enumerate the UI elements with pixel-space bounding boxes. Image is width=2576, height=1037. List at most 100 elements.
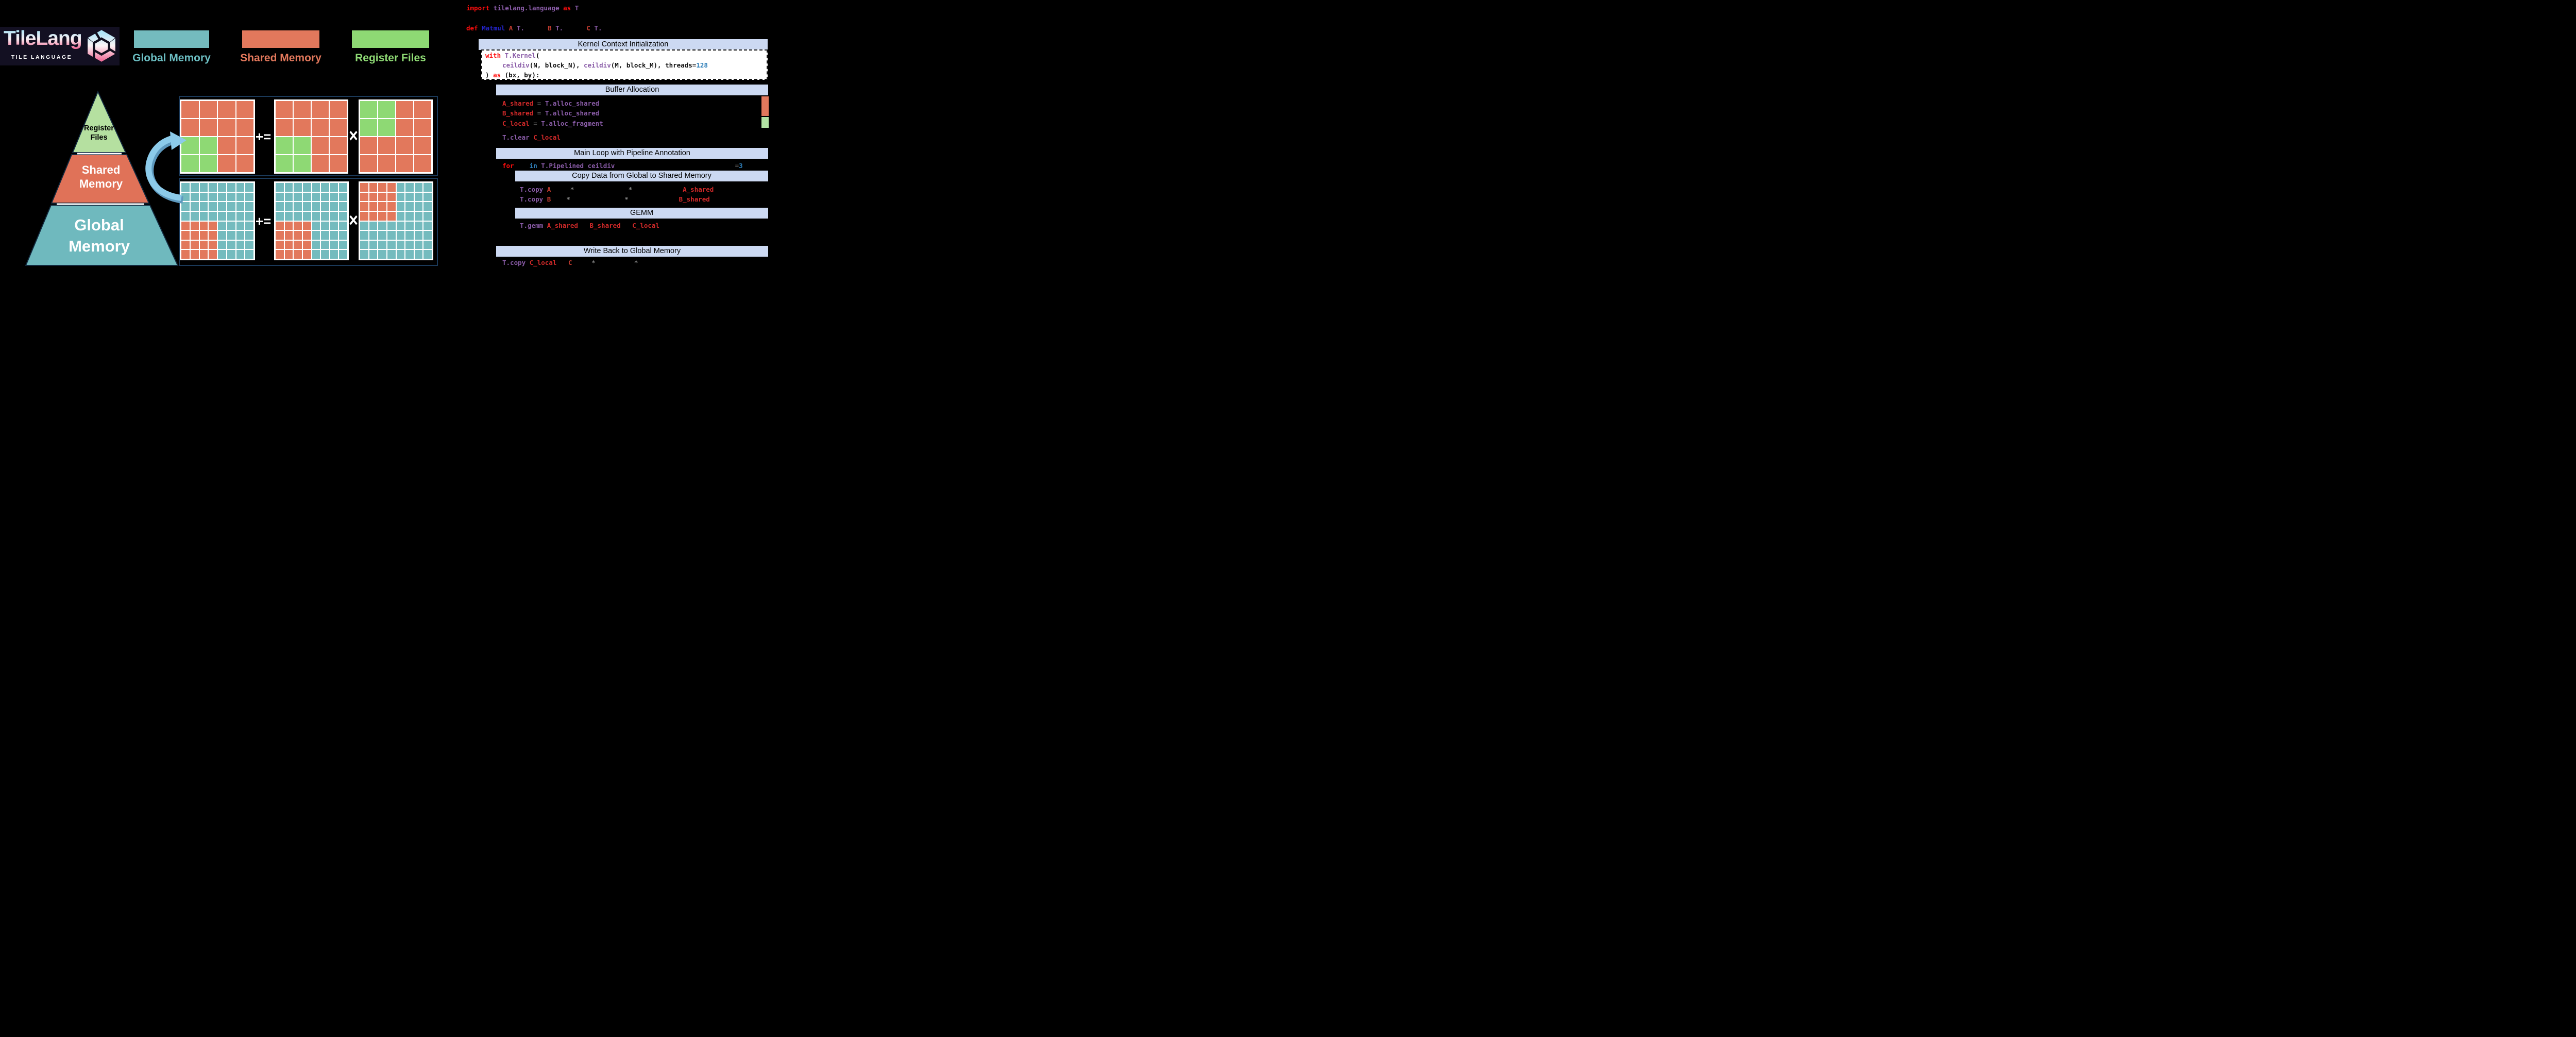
- code-line-t-clear: T.clear C_local: [502, 132, 561, 142]
- matrix-cell: [294, 202, 302, 211]
- matrix-cell: [276, 119, 293, 136]
- matrix-cell: [360, 192, 368, 202]
- copy-flow-arrow-shadow: [146, 137, 184, 204]
- code-token: [563, 24, 586, 32]
- code-line-def-matmul: def Matmul A T. B T. C T.: [466, 23, 602, 33]
- matrix-cell: [276, 192, 284, 202]
- matrix-cell: [396, 155, 413, 172]
- code-token: A: [509, 24, 513, 32]
- matrix-cell: [396, 202, 405, 211]
- matrix-cell: [245, 202, 253, 211]
- matrix-cell: [330, 240, 338, 249]
- code-line-import: import tilelang.language as T: [466, 3, 579, 13]
- matrix-cell: [414, 231, 423, 240]
- matrix-cell: [330, 192, 338, 202]
- code-token: C_local: [533, 133, 561, 141]
- matrix-cell: [312, 221, 320, 230]
- code-token: [632, 186, 683, 193]
- matrix-cell: [276, 202, 284, 211]
- shared-memory-usage-bar: [761, 96, 769, 116]
- matrix-cell: [181, 202, 190, 211]
- matrix-cell: [218, 211, 226, 221]
- matrix-cell: [245, 221, 253, 230]
- matrix-cell: [245, 211, 253, 221]
- section-banner-copy-global-to-shared: Copy Data from Global to Shared Memory: [515, 171, 768, 181]
- matrix-cell: [321, 221, 329, 230]
- matrix-cell: [378, 240, 386, 249]
- matrix-cell: [284, 192, 293, 202]
- code-token: =: [692, 61, 697, 69]
- matrix-cell: [181, 137, 199, 154]
- matrix-cell: [302, 211, 311, 221]
- code-token: *: [591, 259, 596, 266]
- matrix-cell: [227, 192, 235, 202]
- code-token: [533, 99, 537, 107]
- matrix-cell: [339, 192, 347, 202]
- code-token: [574, 186, 628, 193]
- pyramid-label-global-memory: Global Memory: [69, 216, 130, 255]
- matrix-cell: [396, 192, 405, 202]
- code-token: B: [547, 195, 551, 203]
- matrix-cell: [330, 231, 338, 240]
- matrix-cell: [378, 137, 395, 154]
- matrix-cell: [378, 202, 386, 211]
- matrix-cell: [321, 250, 329, 259]
- code-token: T.: [555, 24, 564, 32]
- matrix-cell: [218, 250, 226, 259]
- matrix-cell: [321, 231, 329, 240]
- matrix-cell: [199, 192, 208, 202]
- matrix-cell: [227, 231, 235, 240]
- legend-swatch-global-memory: [134, 30, 209, 48]
- plus-equals-operator-bottom: +=: [255, 213, 272, 229]
- matrix-cell: [302, 240, 311, 249]
- code-line-ceildiv-threads: ceildiv(N, block_N), ceildiv(M, block_M)…: [502, 60, 708, 70]
- matrix-cell: [321, 211, 329, 221]
- matrix-cell: [209, 221, 217, 230]
- legend-swatch-register-files: [352, 30, 429, 48]
- matrix-cell: [369, 211, 378, 221]
- code-line-as-bx-by: ) as (bx, by):: [485, 70, 539, 80]
- code-token: C_local: [502, 120, 530, 127]
- matrix-cell: [396, 211, 405, 221]
- code-token: [615, 162, 735, 170]
- code-token: [543, 186, 547, 193]
- matrix-cell: [369, 221, 378, 230]
- matrix-cell: [218, 221, 226, 230]
- code-token: [526, 259, 530, 266]
- matrix-cell: [414, 119, 431, 136]
- matrix-cell: [294, 221, 302, 230]
- matrix-cell: [378, 250, 386, 259]
- multiply-operator-top: ×: [349, 125, 358, 146]
- matrix-cell: [378, 119, 395, 136]
- matrix-cell: [181, 101, 199, 118]
- matrix-cell: [312, 119, 329, 136]
- code-token: ceildiv: [587, 162, 615, 170]
- matrix-cell: [414, 211, 423, 221]
- matrix-cell: [284, 183, 293, 192]
- matrix-cell: [294, 192, 302, 202]
- matrix-cell: [369, 240, 378, 249]
- code-token: *: [566, 195, 570, 203]
- code-token: [629, 195, 679, 203]
- matrix-cell: [339, 202, 347, 211]
- matrix-cell: [276, 101, 293, 118]
- code-token: A: [547, 186, 551, 193]
- code-token: ceildiv: [502, 61, 530, 69]
- code-line-t-gemm: T.gemm A_shared B_shared C_local: [520, 221, 659, 230]
- matrix-cell: [199, 137, 217, 154]
- matrix-cell: [387, 231, 396, 240]
- matrix-cell: [423, 221, 432, 230]
- matrix-cell: [330, 221, 338, 230]
- matrix-cell: [321, 202, 329, 211]
- matrix-cell: [312, 101, 329, 118]
- code-token: [533, 109, 537, 117]
- matrix-cell: [405, 211, 414, 221]
- matrix-cell: [236, 137, 253, 154]
- matrix-cell: [209, 240, 217, 249]
- multiply-operator-bottom: ×: [349, 209, 358, 231]
- matrix-cell: [199, 211, 208, 221]
- matrix-cell: [330, 202, 338, 211]
- matrix-cell: [181, 240, 190, 249]
- matrix-cell: [227, 250, 235, 259]
- matrix-cell: [302, 221, 311, 230]
